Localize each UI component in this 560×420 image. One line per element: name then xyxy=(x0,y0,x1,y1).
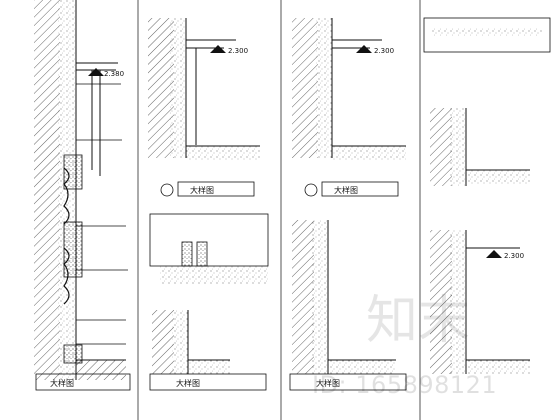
left-panel-rail-2 xyxy=(63,221,83,278)
left-elevation-text: 2.380 xyxy=(104,70,124,78)
left-elevation-marker xyxy=(88,68,104,76)
col4-bottom-elevation-text: 2.300 xyxy=(504,252,524,260)
col2-top-core xyxy=(170,18,186,158)
left-panel-rail-1 xyxy=(63,154,83,190)
col4-mid-core xyxy=(450,108,466,186)
col3-top-elevation-marker xyxy=(356,45,372,53)
left-bottom-title: 大样图 xyxy=(50,378,74,388)
col4-top-core xyxy=(432,28,542,36)
col4-mid-floor-fill xyxy=(466,170,530,184)
col2-bottom-title: 大样图 xyxy=(176,378,200,388)
col3-top-caption: 大样图 xyxy=(334,185,358,195)
col2-top-floor-fill xyxy=(186,146,260,160)
detail-column-2: 2.300 大样图 大样图 xyxy=(148,18,269,391)
col2-mid-block-2 xyxy=(196,241,208,267)
col2-top-elevation-marker xyxy=(210,45,226,53)
col3-bottom-title-box xyxy=(289,373,407,391)
col4-mid-hatch xyxy=(430,108,452,186)
col3-bottom-hatch xyxy=(292,220,314,374)
col2-top-caption: 大样图 xyxy=(190,185,214,195)
col2-mid-block-1 xyxy=(181,241,193,267)
col2-top-caption-circle xyxy=(160,183,174,197)
col2-top-elevation-text: 2.300 xyxy=(228,47,248,55)
col2-top-caption-box xyxy=(177,181,255,197)
col3-top-caption-circle xyxy=(304,183,318,197)
col2-bottom-floor-fill xyxy=(188,360,230,374)
col4-bottom-core xyxy=(450,230,466,374)
left-bottom-title-box xyxy=(35,373,131,391)
col3-top-floor-fill xyxy=(332,146,406,160)
col3-top-core xyxy=(316,18,332,158)
detail-column-4: 2.300 xyxy=(423,17,551,374)
col2-mid-ground xyxy=(160,266,268,284)
col2-bottom-title-box xyxy=(149,373,267,391)
col3-bottom-core xyxy=(312,220,328,374)
col3-bottom-floor-fill xyxy=(328,360,396,374)
detail-column-3: 2.300 大样图 大样图 xyxy=(289,18,407,391)
col4-bottom-elevation-marker xyxy=(486,250,502,258)
left-floor-hatch xyxy=(76,360,126,380)
col2-mid-panel xyxy=(149,213,269,267)
col4-top-box xyxy=(423,17,551,53)
col3-top-caption-box xyxy=(321,181,399,197)
col2-top-hatch xyxy=(148,18,174,158)
left-base-block xyxy=(63,344,83,364)
col3-top-hatch xyxy=(292,18,318,158)
col3-top-elevation-text: 2.300 xyxy=(374,47,394,55)
col4-bottom-floor-fill xyxy=(466,360,530,374)
col3-bottom-title: 大样图 xyxy=(316,378,340,388)
col4-bottom-hatch xyxy=(430,230,452,374)
left-wall-hatch xyxy=(34,0,60,380)
col2-bottom-hatch xyxy=(152,310,174,374)
col2-bottom-core xyxy=(172,310,188,374)
detail-column-1: 2.380 大样图 xyxy=(34,0,131,391)
